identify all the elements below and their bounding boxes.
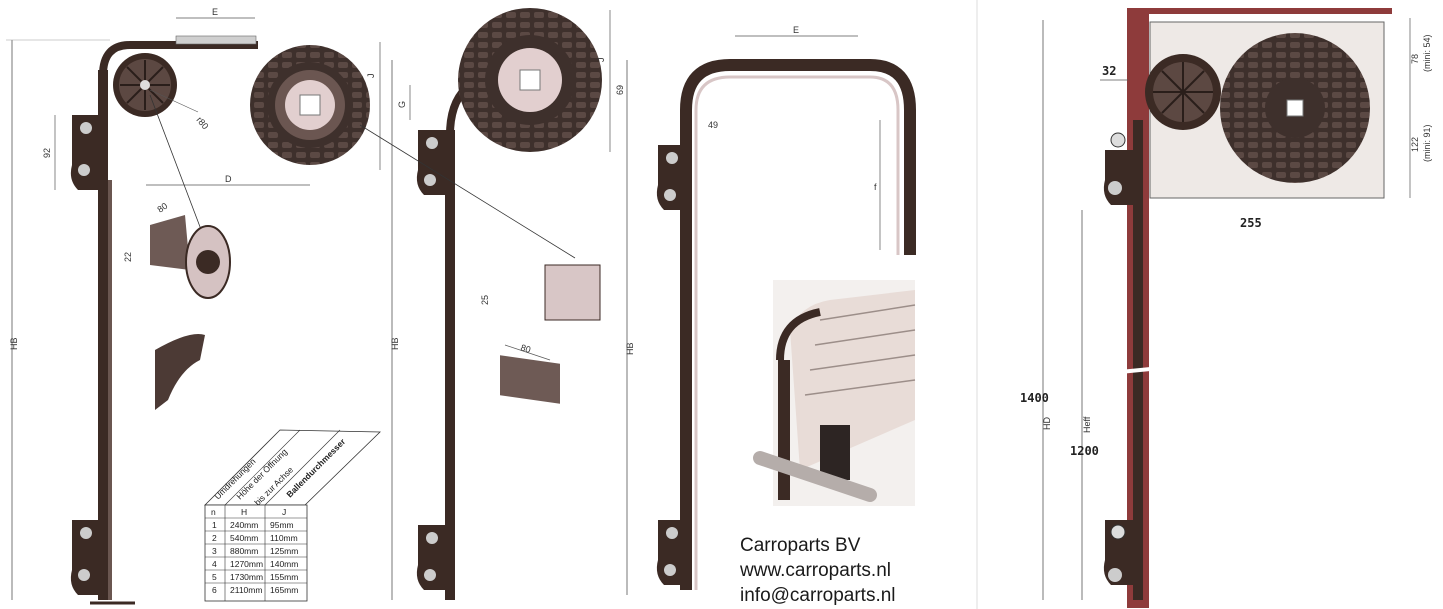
svg-text:H: H bbox=[241, 507, 247, 517]
svg-text:(mini: 54): (mini: 54) bbox=[1422, 34, 1432, 72]
table-cell: 3 bbox=[212, 546, 217, 556]
hb-label-left: HB bbox=[9, 337, 19, 350]
svg-text:r80: r80 bbox=[194, 115, 210, 131]
svg-text:32: 32 bbox=[1102, 64, 1116, 78]
company-website-link[interactable]: www.carroparts.nl bbox=[740, 560, 891, 581]
table-cell: 125mm bbox=[270, 546, 298, 556]
svg-text:69: 69 bbox=[615, 85, 625, 95]
d-label: D bbox=[225, 174, 232, 184]
table-cell: 165mm bbox=[270, 585, 298, 595]
svg-text:f: f bbox=[874, 182, 877, 192]
table-cell: 880mm bbox=[230, 546, 258, 556]
table-cell: 155mm bbox=[270, 572, 298, 582]
product-photo-inset bbox=[753, 280, 916, 506]
label-92: 92 bbox=[42, 148, 52, 158]
svg-text:122: 122 bbox=[1410, 137, 1420, 152]
hb-label-middle: HB bbox=[390, 337, 400, 350]
svg-text:255: 255 bbox=[1240, 216, 1262, 230]
svg-text:1200: 1200 bbox=[1070, 444, 1099, 458]
left-rail bbox=[98, 70, 108, 600]
svg-text:1400: 1400 bbox=[1020, 391, 1049, 405]
company-info: Carroparts BV www.carroparts.nl info@car… bbox=[740, 533, 896, 608]
g-label: G bbox=[397, 101, 407, 108]
table-cell: 540mm bbox=[230, 533, 258, 543]
table-cell: 95mm bbox=[270, 520, 294, 530]
svg-text:n: n bbox=[211, 507, 216, 517]
e-label-left: E bbox=[212, 7, 218, 17]
e-label-right: E bbox=[793, 25, 799, 35]
hd-label: HD bbox=[1042, 417, 1052, 430]
table-cell: 2 bbox=[212, 533, 217, 543]
company-email-link[interactable]: info@carroparts.nl bbox=[740, 585, 896, 606]
svg-text:22: 22 bbox=[123, 252, 133, 262]
drawing-left-assembly: HB E r80 J D 92 bbox=[6, 7, 381, 605]
svg-text:J: J bbox=[282, 507, 286, 517]
table-cell: 6 bbox=[212, 585, 217, 595]
table-cell: 1 bbox=[212, 520, 217, 530]
svg-text:(mini: 91): (mini: 91) bbox=[1422, 124, 1432, 162]
table-cell: 1730mm bbox=[230, 572, 263, 582]
j-label-middle: J bbox=[596, 58, 606, 63]
svg-text:80: 80 bbox=[519, 342, 532, 355]
drawing-rail-top: HB E 69 49 f bbox=[615, 25, 916, 595]
svg-text:78: 78 bbox=[1410, 54, 1420, 64]
svg-text:25: 25 bbox=[480, 295, 490, 305]
drawing-middle-assembly: HB G J 25 80 bbox=[359, 8, 611, 600]
revolutions-table: Umdrehungen Höhe der Öffnung bis zur Ach… bbox=[204, 429, 381, 602]
table-cell: 110mm bbox=[270, 533, 298, 543]
table-cell: 2110mm bbox=[230, 585, 262, 595]
hb-label-right: HB bbox=[625, 342, 635, 355]
table-cell: 5 bbox=[212, 572, 217, 582]
svg-text:49: 49 bbox=[708, 120, 718, 130]
j-label-left: J bbox=[366, 74, 376, 79]
drawing-cabinet-section: 1400 HD 1200 Heff 32 78 (mini: 54) 122 (… bbox=[1020, 8, 1432, 608]
company-name: Carroparts BV bbox=[740, 535, 861, 556]
table-cell: 1270mm bbox=[230, 559, 263, 569]
table-cell: 240mm bbox=[230, 520, 258, 530]
heff-label: Heff bbox=[1082, 416, 1092, 433]
table-cell: 140mm bbox=[270, 559, 298, 569]
table-rows: 1 240mm 95mm 2 540mm 110mm 3 880mm 125mm 4 1270mm 1… bbox=[212, 520, 298, 595]
svg-text:80: 80 bbox=[155, 201, 169, 215]
table-cell: 4 bbox=[212, 559, 217, 569]
